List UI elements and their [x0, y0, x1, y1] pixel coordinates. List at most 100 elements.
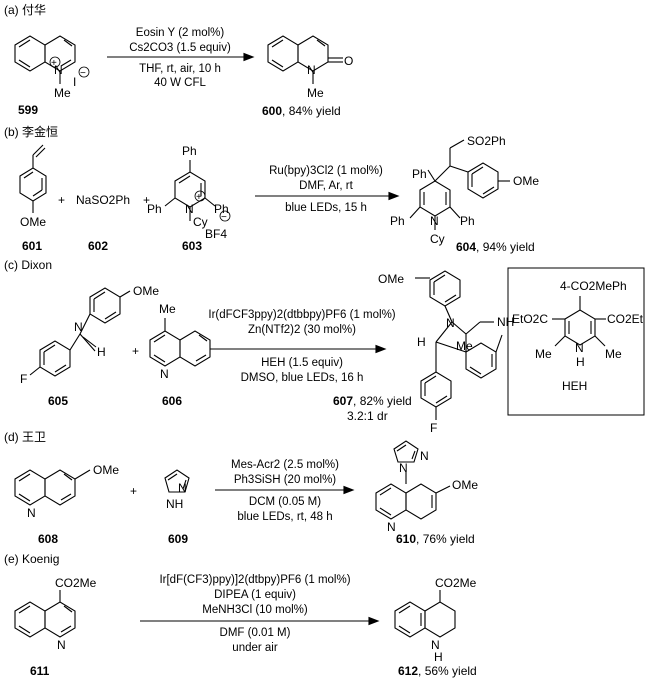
quinolinone-structure-600	[267, 35, 343, 84]
condition-line: THF, rt, air, 10 h	[139, 63, 221, 75]
quinolinium-structure-599	[14, 35, 76, 84]
sulfonyl-label: SO2Ph	[467, 134, 506, 148]
methoxy-label: OMe	[93, 463, 119, 477]
diastereomeric-ratio: 3.2:1 dr	[347, 409, 388, 423]
n-atom: N	[446, 316, 455, 330]
methylquinoline-structure-606	[149, 318, 211, 367]
product-label-610: 610, 76% yield	[396, 532, 475, 546]
n-atom: N	[27, 506, 36, 520]
arrow-head	[343, 485, 355, 495]
product-label-600: 600, 84% yield	[262, 104, 341, 118]
phenyl-label: Ph	[214, 202, 229, 216]
ester-label: CO2Me	[435, 576, 477, 590]
phenyl-label: Ph	[182, 144, 197, 158]
phenyl-label: Ph	[147, 202, 162, 216]
nh-label: NH	[497, 315, 514, 329]
bf4-label: BF4	[205, 227, 227, 241]
product-label-612: 612, 56% yield	[398, 664, 477, 678]
condition-line: blue LEDs, rt, 48 h	[237, 511, 332, 523]
heh-aryl-label: 4-CO2MePh	[560, 279, 627, 293]
n-atom: N	[307, 63, 316, 77]
compound-label-605: 605	[48, 394, 68, 408]
phenyl-label: Ph	[412, 167, 427, 181]
methyl-label: Me	[605, 347, 622, 361]
h-atom: H	[434, 650, 443, 664]
heh-ester-left: EtO2C	[512, 312, 548, 326]
section-e-label: (e) Koenig	[4, 552, 59, 566]
charge-circle	[219, 210, 231, 222]
fluorine-label: F	[430, 421, 437, 435]
h-atom: H	[97, 345, 106, 359]
compound-label-606: 606	[162, 394, 182, 408]
condition-line: DMSO, blue LEDs, 16 h	[241, 372, 364, 384]
h-atom: H	[417, 335, 426, 349]
condition-line: DIPEA (1 equiv)	[214, 589, 296, 601]
condition-line: DCM (0.05 M)	[249, 496, 321, 508]
heh-box	[507, 267, 645, 416]
condition-line: DMF (0.01 M)	[220, 627, 291, 639]
reagent-nasoph: NaSO2Ph	[76, 193, 130, 207]
condition-line: Ir(dFCF3ppy)2(dtbbpy)PF6 (1 mol%)	[208, 309, 395, 321]
condition-line: Ph3SiSH (20 mol%)	[234, 474, 336, 486]
plus-sign: +	[143, 193, 150, 207]
fluorine-label: F	[20, 372, 27, 386]
compound-label-609: 609	[168, 532, 188, 546]
compound-label-608: 608	[38, 532, 58, 546]
condition-line: under air	[232, 642, 278, 654]
condition-line: blue LEDs, 15 h	[285, 202, 367, 214]
plus-charge: +	[196, 192, 202, 203]
dihydroquinoline-structure-610	[375, 440, 451, 520]
condition-line: Cs2CO3 (1.5 equiv)	[129, 42, 231, 54]
styrene-structure-601	[19, 144, 47, 213]
ester-label: CO2Me	[55, 576, 97, 590]
section-d-label: (d) 王卫	[4, 430, 46, 444]
product-label-604: 604, 94% yield	[456, 240, 535, 254]
plus-sign: +	[58, 193, 65, 207]
compound-label-599: 599	[18, 103, 38, 117]
dihydropyridine-structure-604	[409, 139, 510, 230]
condition-line: Mes-Acr2 (2.5 mol%)	[231, 459, 339, 471]
n-atom: N	[575, 341, 584, 355]
pyrazole-structure-609	[164, 469, 190, 493]
n-atom: N	[54, 63, 63, 77]
methoxy-label: OMe	[513, 174, 539, 188]
methoxyquinoline-structure-608	[14, 469, 91, 506]
compound-label-611: 611	[30, 664, 50, 678]
compound-label-601: 601	[22, 239, 42, 253]
condition-line: Eosin Y (2 mol%)	[136, 27, 225, 39]
condition-line: Ru(bpy)3Cl2 (1 mol%)	[269, 165, 383, 177]
condition-line: HEH (1.5 equiv)	[261, 357, 343, 369]
iodide-label: I	[73, 75, 76, 89]
charge-circle	[49, 56, 61, 68]
methyl-label: Me	[54, 86, 71, 100]
o-atom: O	[344, 54, 353, 68]
minus-charge: −	[221, 212, 227, 223]
quinoline-ester-structure-611	[14, 590, 76, 638]
n-atom: N	[160, 367, 169, 381]
charge-circle	[78, 66, 90, 78]
section-b-label: (b) 李金恒	[4, 124, 58, 139]
hantzsch-ester-structure	[552, 296, 606, 347]
product-label-607: 607, 82% yield	[333, 394, 412, 408]
cyclohexyl-label: Cy	[193, 215, 208, 229]
methyl-label: Me	[456, 339, 473, 353]
methyl-label: Me	[159, 302, 176, 316]
nh-label: NH	[166, 497, 183, 511]
condition-line: Zn(NTf2)2 (30 mol%)	[248, 324, 356, 336]
heh-label: HEH	[562, 379, 587, 393]
n-atom: N	[185, 202, 194, 216]
imine-structure-605	[29, 287, 131, 377]
n-atom: N	[399, 461, 408, 475]
minus-charge: −	[80, 68, 86, 79]
tetrahydroquinoline-structure-612	[394, 590, 456, 638]
section-a-label: (a) 付华	[4, 3, 46, 17]
n-atom: N	[431, 638, 440, 652]
methoxy-label: OMe	[20, 215, 46, 229]
plus-sign: +	[132, 344, 139, 358]
arrow-head	[368, 616, 380, 626]
n-atom: N	[430, 214, 439, 228]
methoxy-label: OMe	[378, 272, 404, 286]
charge-circle	[194, 190, 206, 202]
phenyl-label: Ph	[460, 214, 475, 228]
